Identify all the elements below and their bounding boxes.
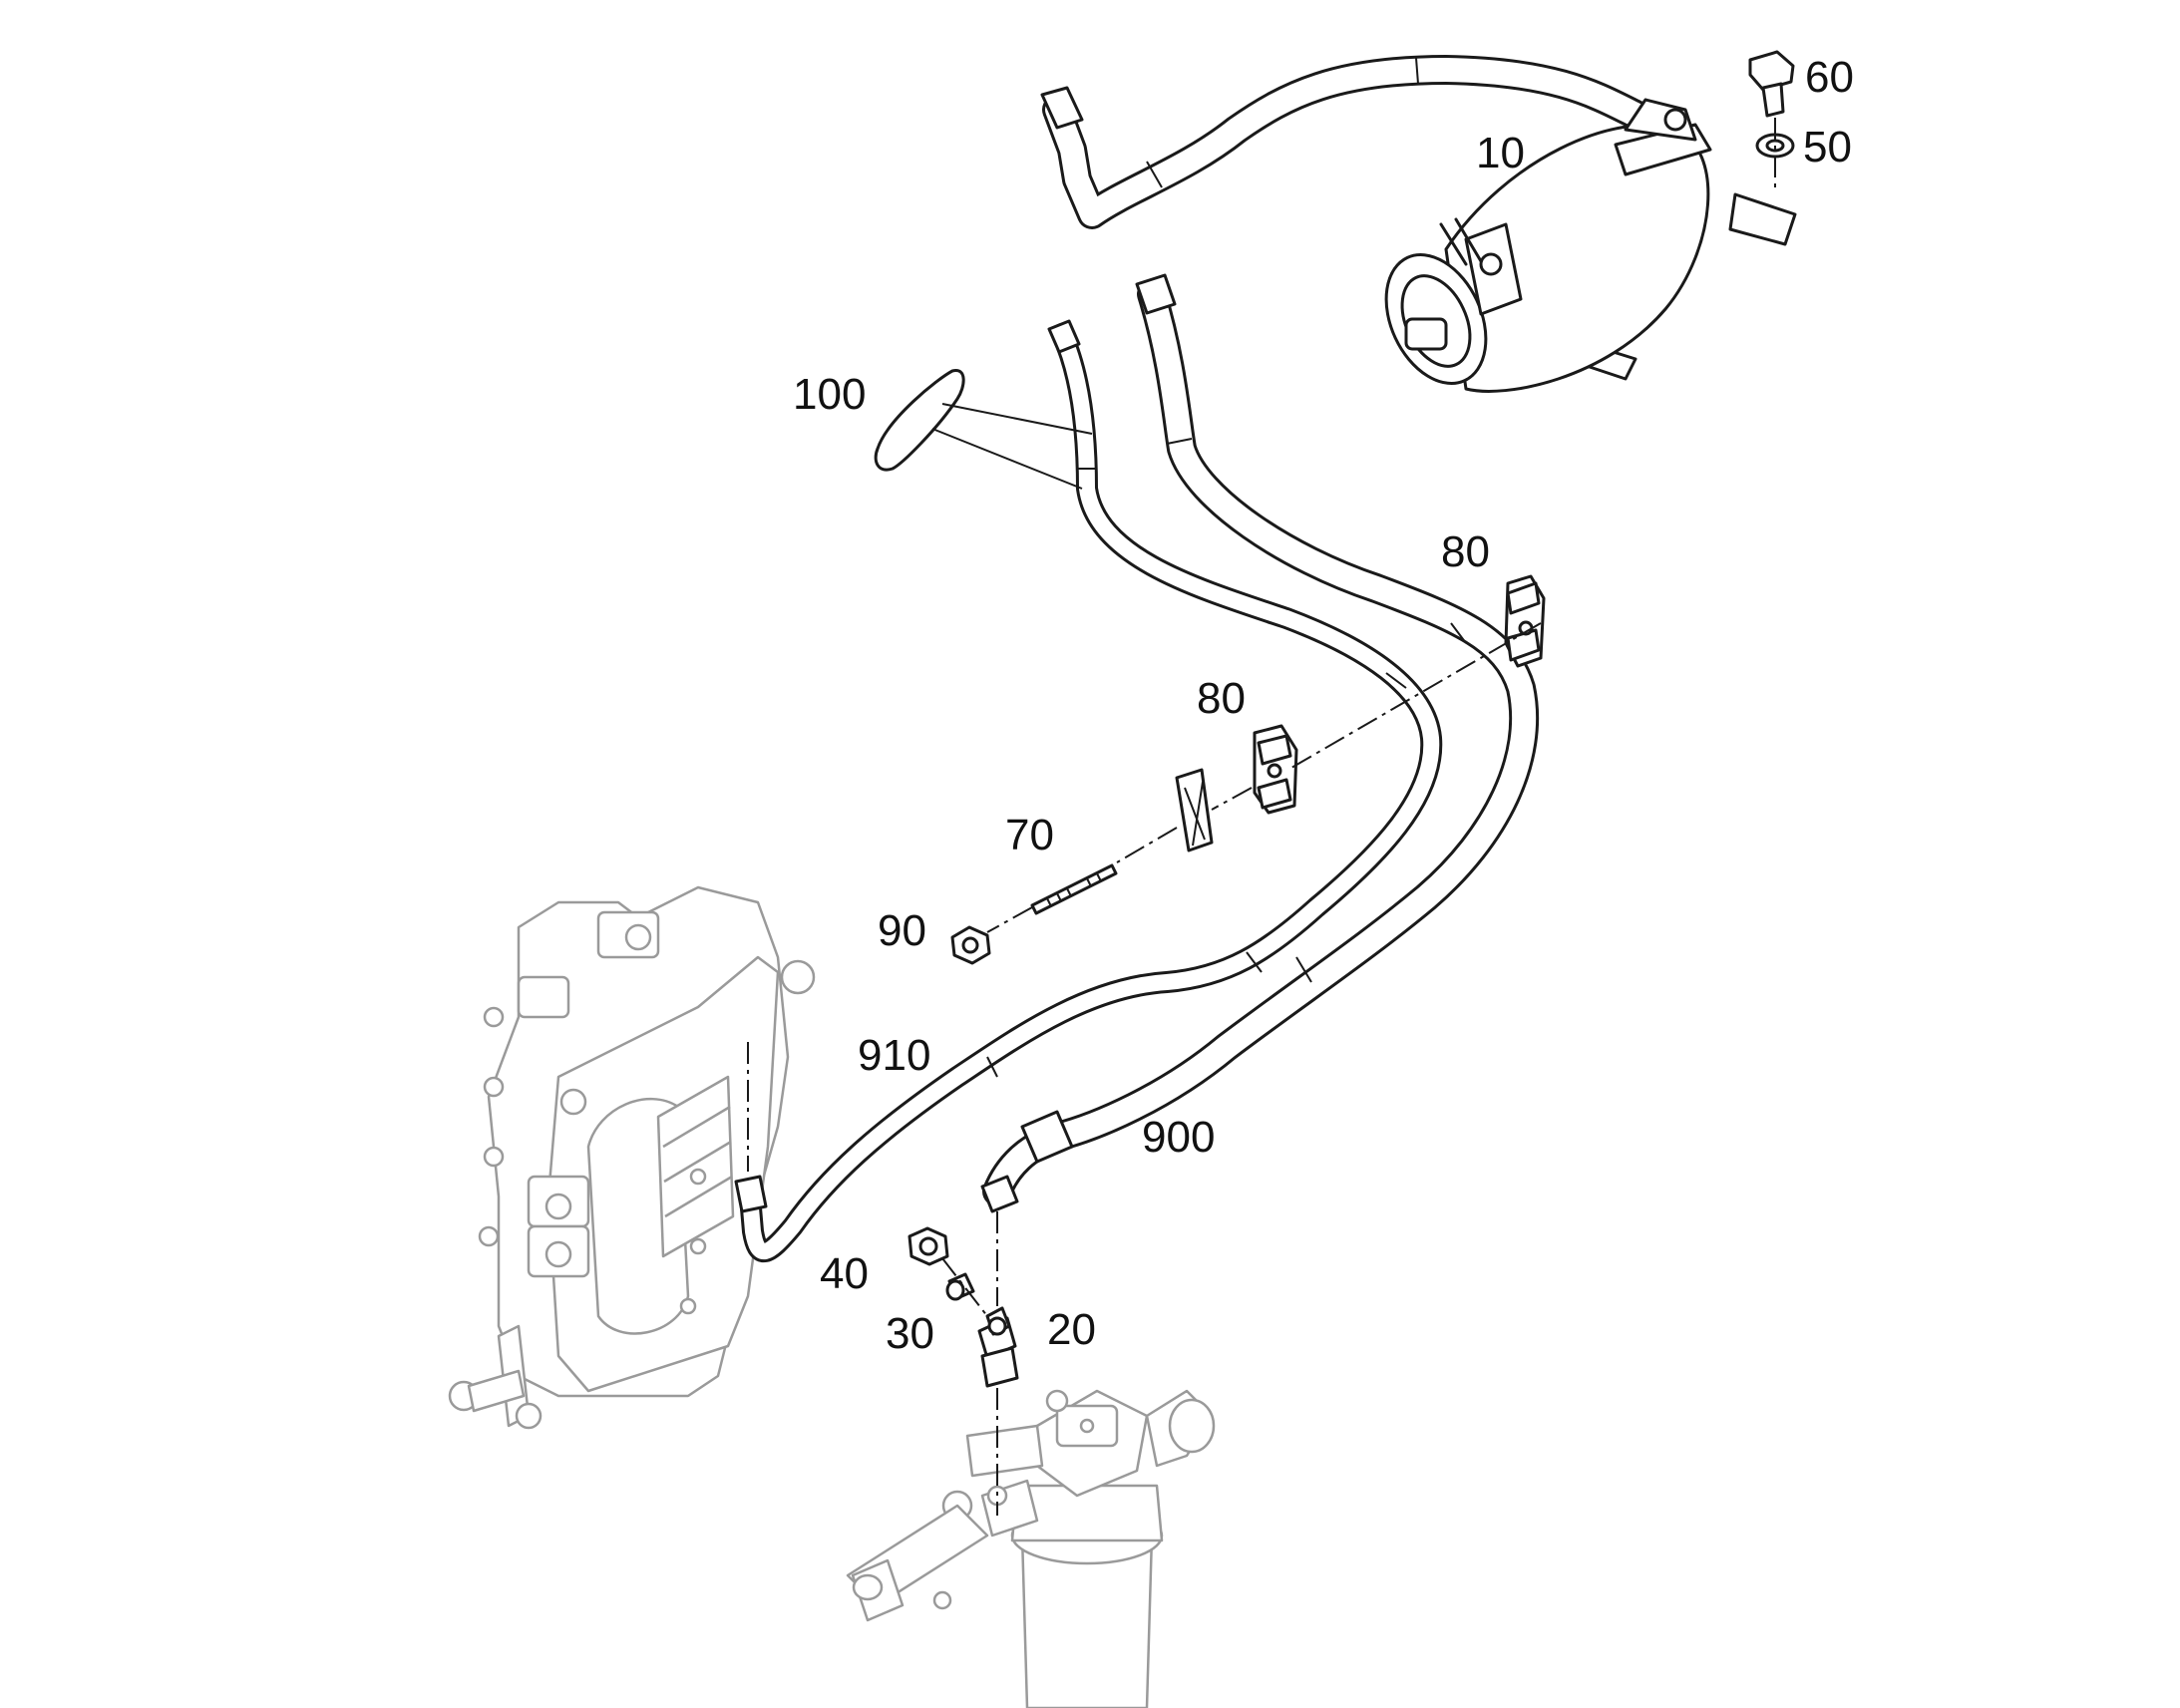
valve-block-context xyxy=(448,885,816,1430)
nut-part-40 xyxy=(908,1226,949,1266)
callout-100: 100 xyxy=(793,370,866,419)
sleeve-part-30 xyxy=(945,1272,975,1301)
callout-40: 40 xyxy=(820,1249,869,1298)
axis-fitting xyxy=(941,1257,988,1317)
clamp-block-lower-part-80 xyxy=(1253,724,1298,815)
callout-80-lower: 80 xyxy=(1197,674,1246,723)
callout-910: 910 xyxy=(858,1031,930,1080)
callout-60: 60 xyxy=(1805,53,1854,102)
callout-50: 50 xyxy=(1803,123,1852,171)
callout-900: 900 xyxy=(1142,1113,1215,1162)
fitting-part-20 xyxy=(977,1306,1019,1388)
bolt-part-60 xyxy=(1748,50,1795,118)
callout-20: 20 xyxy=(1047,1305,1096,1354)
accumulator-part-10 xyxy=(1384,98,1797,393)
nut-part-90 xyxy=(950,925,991,965)
cover-plate xyxy=(1175,768,1214,853)
callout-90: 90 xyxy=(878,906,926,955)
clamp-block-upper-part-80 xyxy=(1504,574,1546,668)
fuel-filter-context xyxy=(846,1389,1216,1708)
hose-910 xyxy=(734,319,1443,1262)
callout-10: 10 xyxy=(1476,129,1525,177)
hose-900 xyxy=(980,273,1540,1213)
axis-clamp-assembly xyxy=(986,622,1542,933)
callout-70: 70 xyxy=(1005,811,1054,859)
clamp-ring-part-100 xyxy=(874,369,1093,490)
upper-hose xyxy=(1040,55,1650,229)
callout-30: 30 xyxy=(886,1309,934,1358)
callout-80-upper: 80 xyxy=(1441,527,1490,576)
stud-part-70 xyxy=(1030,863,1118,915)
